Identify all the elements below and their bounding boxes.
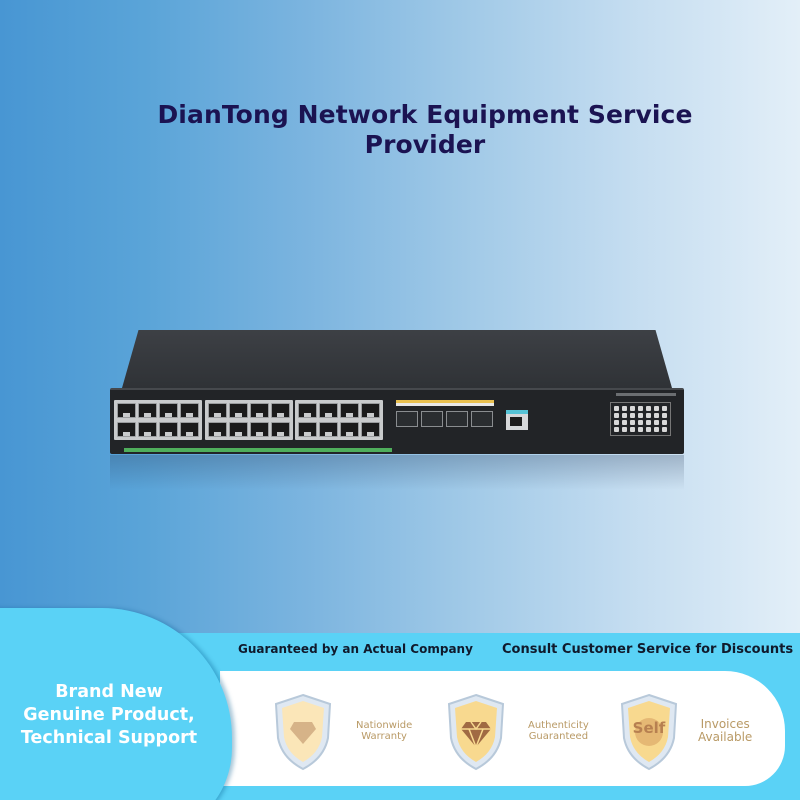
page-title: DianTong Network Equipment Service Provi… — [157, 100, 693, 159]
model-label — [616, 393, 676, 396]
discount-text: Consult Customer Service for Discounts — [502, 642, 794, 657]
guarantee-text: Guaranteed by an Actual Company — [238, 642, 473, 656]
network-switch-image — [100, 330, 700, 490]
highlight-text: Brand New Genuine Product, Technical Sup… — [20, 682, 198, 748]
shield-gem-icon — [272, 692, 334, 772]
status-led-panel — [610, 402, 671, 436]
sfp-port-group — [396, 400, 494, 427]
shield-diamond-icon — [445, 692, 507, 772]
feature-invoices-available: Self Invoices Available — [618, 692, 778, 782]
rj45-port-group-2 — [205, 400, 293, 440]
feature-nationwide-warranty: Nationwide Warranty — [272, 692, 432, 782]
port-label-strip — [124, 448, 392, 452]
switch-reflection — [110, 455, 684, 490]
rj45-port-group-3 — [295, 400, 383, 440]
console-port — [506, 410, 528, 430]
switch-front-panel — [110, 388, 684, 454]
switch-top-cover — [122, 330, 672, 388]
shield-self-icon: Self — [618, 692, 680, 772]
rj45-port-group-1 — [114, 400, 202, 440]
feature-authenticity-guaranteed: Authenticity Guaranteed — [445, 692, 605, 782]
